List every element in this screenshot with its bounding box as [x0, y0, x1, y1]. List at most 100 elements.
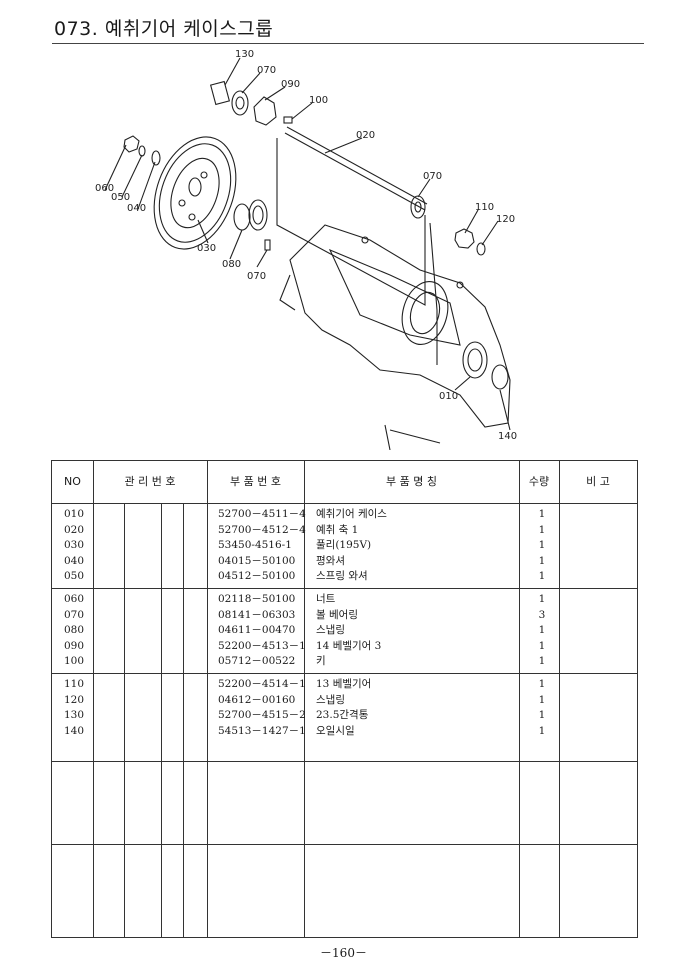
cell-part-no: 04611－00470 [218, 624, 296, 636]
cell-part-name: 너트 [316, 593, 336, 605]
cell-part-name: 풀리(195V) [316, 539, 372, 551]
callout-040: 040 [127, 203, 146, 214]
cell-part-no: 52200－4514－1 [218, 678, 306, 690]
table-row: 020 52700－4512－4 예취 축 1 1 [52, 523, 637, 538]
cell-qty: 1 [538, 639, 546, 652]
callout-050: 050 [111, 192, 130, 203]
cell-part-name: 스냅링 [316, 693, 345, 706]
table-row: 050 04512－50100 스프링 와셔 1 [52, 569, 637, 584]
cell-qty: 1 [538, 508, 546, 520]
col-divider [559, 461, 560, 937]
cell-no: 100 [64, 655, 85, 667]
callout-070-top: 070 [257, 65, 276, 76]
cell-qty: 1 [538, 724, 546, 737]
callout-140: 140 [498, 431, 517, 442]
header-no: NO [64, 475, 81, 488]
cell-no: 010 [64, 508, 85, 520]
parts-table: NO 관 리 번 호 부 품 번 호 부 품 명 칭 수량 비 고 010 527… [51, 460, 638, 938]
cell-no: 080 [64, 624, 85, 636]
header-rule [52, 503, 637, 504]
callout-070-bottom: 070 [247, 271, 266, 282]
cell-part-no: 53450-4516-1 [218, 539, 292, 551]
callout-010: 010 [439, 391, 458, 402]
callout-060: 060 [95, 183, 114, 194]
cell-part-no: 02118－50100 [218, 593, 296, 605]
col-divider [304, 461, 305, 937]
cell-part-name: 예취기어 케이스 [316, 508, 387, 520]
callout-120: 120 [496, 214, 515, 225]
cell-part-name: 스프링 와셔 [316, 570, 368, 582]
exploded-parts-diagram: 130 070 090 100 020 070 110 120 060 050 … [95, 49, 517, 450]
group-rule [52, 673, 637, 674]
cell-qty: 1 [538, 624, 546, 636]
cell-qty: 1 [538, 539, 546, 551]
page-number: －160－ [320, 946, 367, 960]
cell-part-no: 52200－4513－1 [218, 639, 306, 652]
cell-no: 070 [64, 608, 85, 621]
cell-part-no: 05712－00522 [218, 655, 296, 667]
callout-130: 130 [235, 49, 254, 60]
cell-no: 020 [64, 523, 85, 536]
header-remarks: 비 고 [586, 475, 610, 488]
cell-qty: 1 [538, 523, 546, 536]
header-part-name: 부 품 명 칭 [386, 475, 437, 488]
cell-no: 110 [64, 678, 85, 690]
callout-070-shaft: 070 [423, 171, 442, 182]
cell-part-no: 04612－00160 [218, 693, 296, 706]
cell-qty: 1 [538, 693, 546, 706]
callout-020: 020 [356, 130, 375, 141]
cell-part-no: 08141－06303 [218, 608, 296, 621]
cell-no: 040 [64, 554, 85, 567]
group-rule [52, 588, 637, 589]
table-row: 040 04015－50100 평와셔 1 [52, 554, 637, 569]
cell-no: 090 [64, 639, 85, 652]
cell-part-name: 오일시일 [316, 724, 355, 737]
cell-part-no: 52700－4511－4 [218, 508, 306, 520]
callout-100: 100 [309, 95, 328, 106]
group-rule [52, 844, 637, 845]
cell-qty: 1 [538, 709, 546, 721]
cell-part-name: 스냅링 [316, 624, 345, 636]
header-part-no: 부 품 번 호 [230, 475, 281, 488]
cell-qty: 1 [538, 570, 546, 582]
cell-part-no: 04015－50100 [218, 554, 296, 567]
col-divider [183, 503, 184, 937]
group-rule [52, 761, 637, 762]
cell-qty: 1 [538, 593, 546, 605]
cell-part-no: 52700－4512－4 [218, 523, 306, 536]
page-title: 073. 예취기어 케이스그룹 [54, 18, 274, 40]
cell-part-no: 54513－1427－1 [218, 724, 306, 737]
cell-part-name: 13 베벨기어 [316, 678, 372, 690]
cell-part-name: 14 베벨기어 3 [316, 639, 382, 652]
table-row: 060 02118－50100 너트 1 [52, 592, 637, 607]
header-qty: 수량 [528, 475, 550, 488]
cell-part-name: 키 [316, 655, 326, 667]
callout-030: 030 [197, 243, 216, 254]
cell-part-name: 볼 베어링 [316, 608, 358, 621]
callout-080: 080 [222, 259, 241, 270]
table-row: 080 04611－00470 스냅링 1 [52, 623, 637, 638]
cell-no: 050 [64, 570, 85, 582]
col-divider [93, 461, 94, 937]
col-divider [161, 503, 162, 937]
cell-no: 060 [64, 593, 85, 605]
col-divider [124, 503, 125, 937]
col-divider [519, 461, 520, 937]
cell-qty: 3 [538, 608, 546, 621]
cell-no: 140 [64, 724, 85, 737]
cell-part-no: 04512－50100 [218, 570, 296, 582]
callout-090: 090 [281, 79, 300, 90]
table-row: 090 52200－4513－1 14 베벨기어 3 1 [52, 639, 637, 654]
cell-part-name: 평와셔 [316, 554, 345, 567]
cell-qty: 1 [538, 554, 546, 567]
table-row: 010 52700－4511－4 예취기어 케이스 1 [52, 507, 637, 522]
cell-part-no: 52700－4515－2 [218, 709, 306, 721]
col-divider [207, 461, 208, 937]
header-mgmt-no: 관 리 번 호 [124, 475, 176, 488]
cell-part-name: 23.5간격통 [316, 709, 369, 721]
cell-part-name: 예취 축 1 [316, 523, 359, 536]
